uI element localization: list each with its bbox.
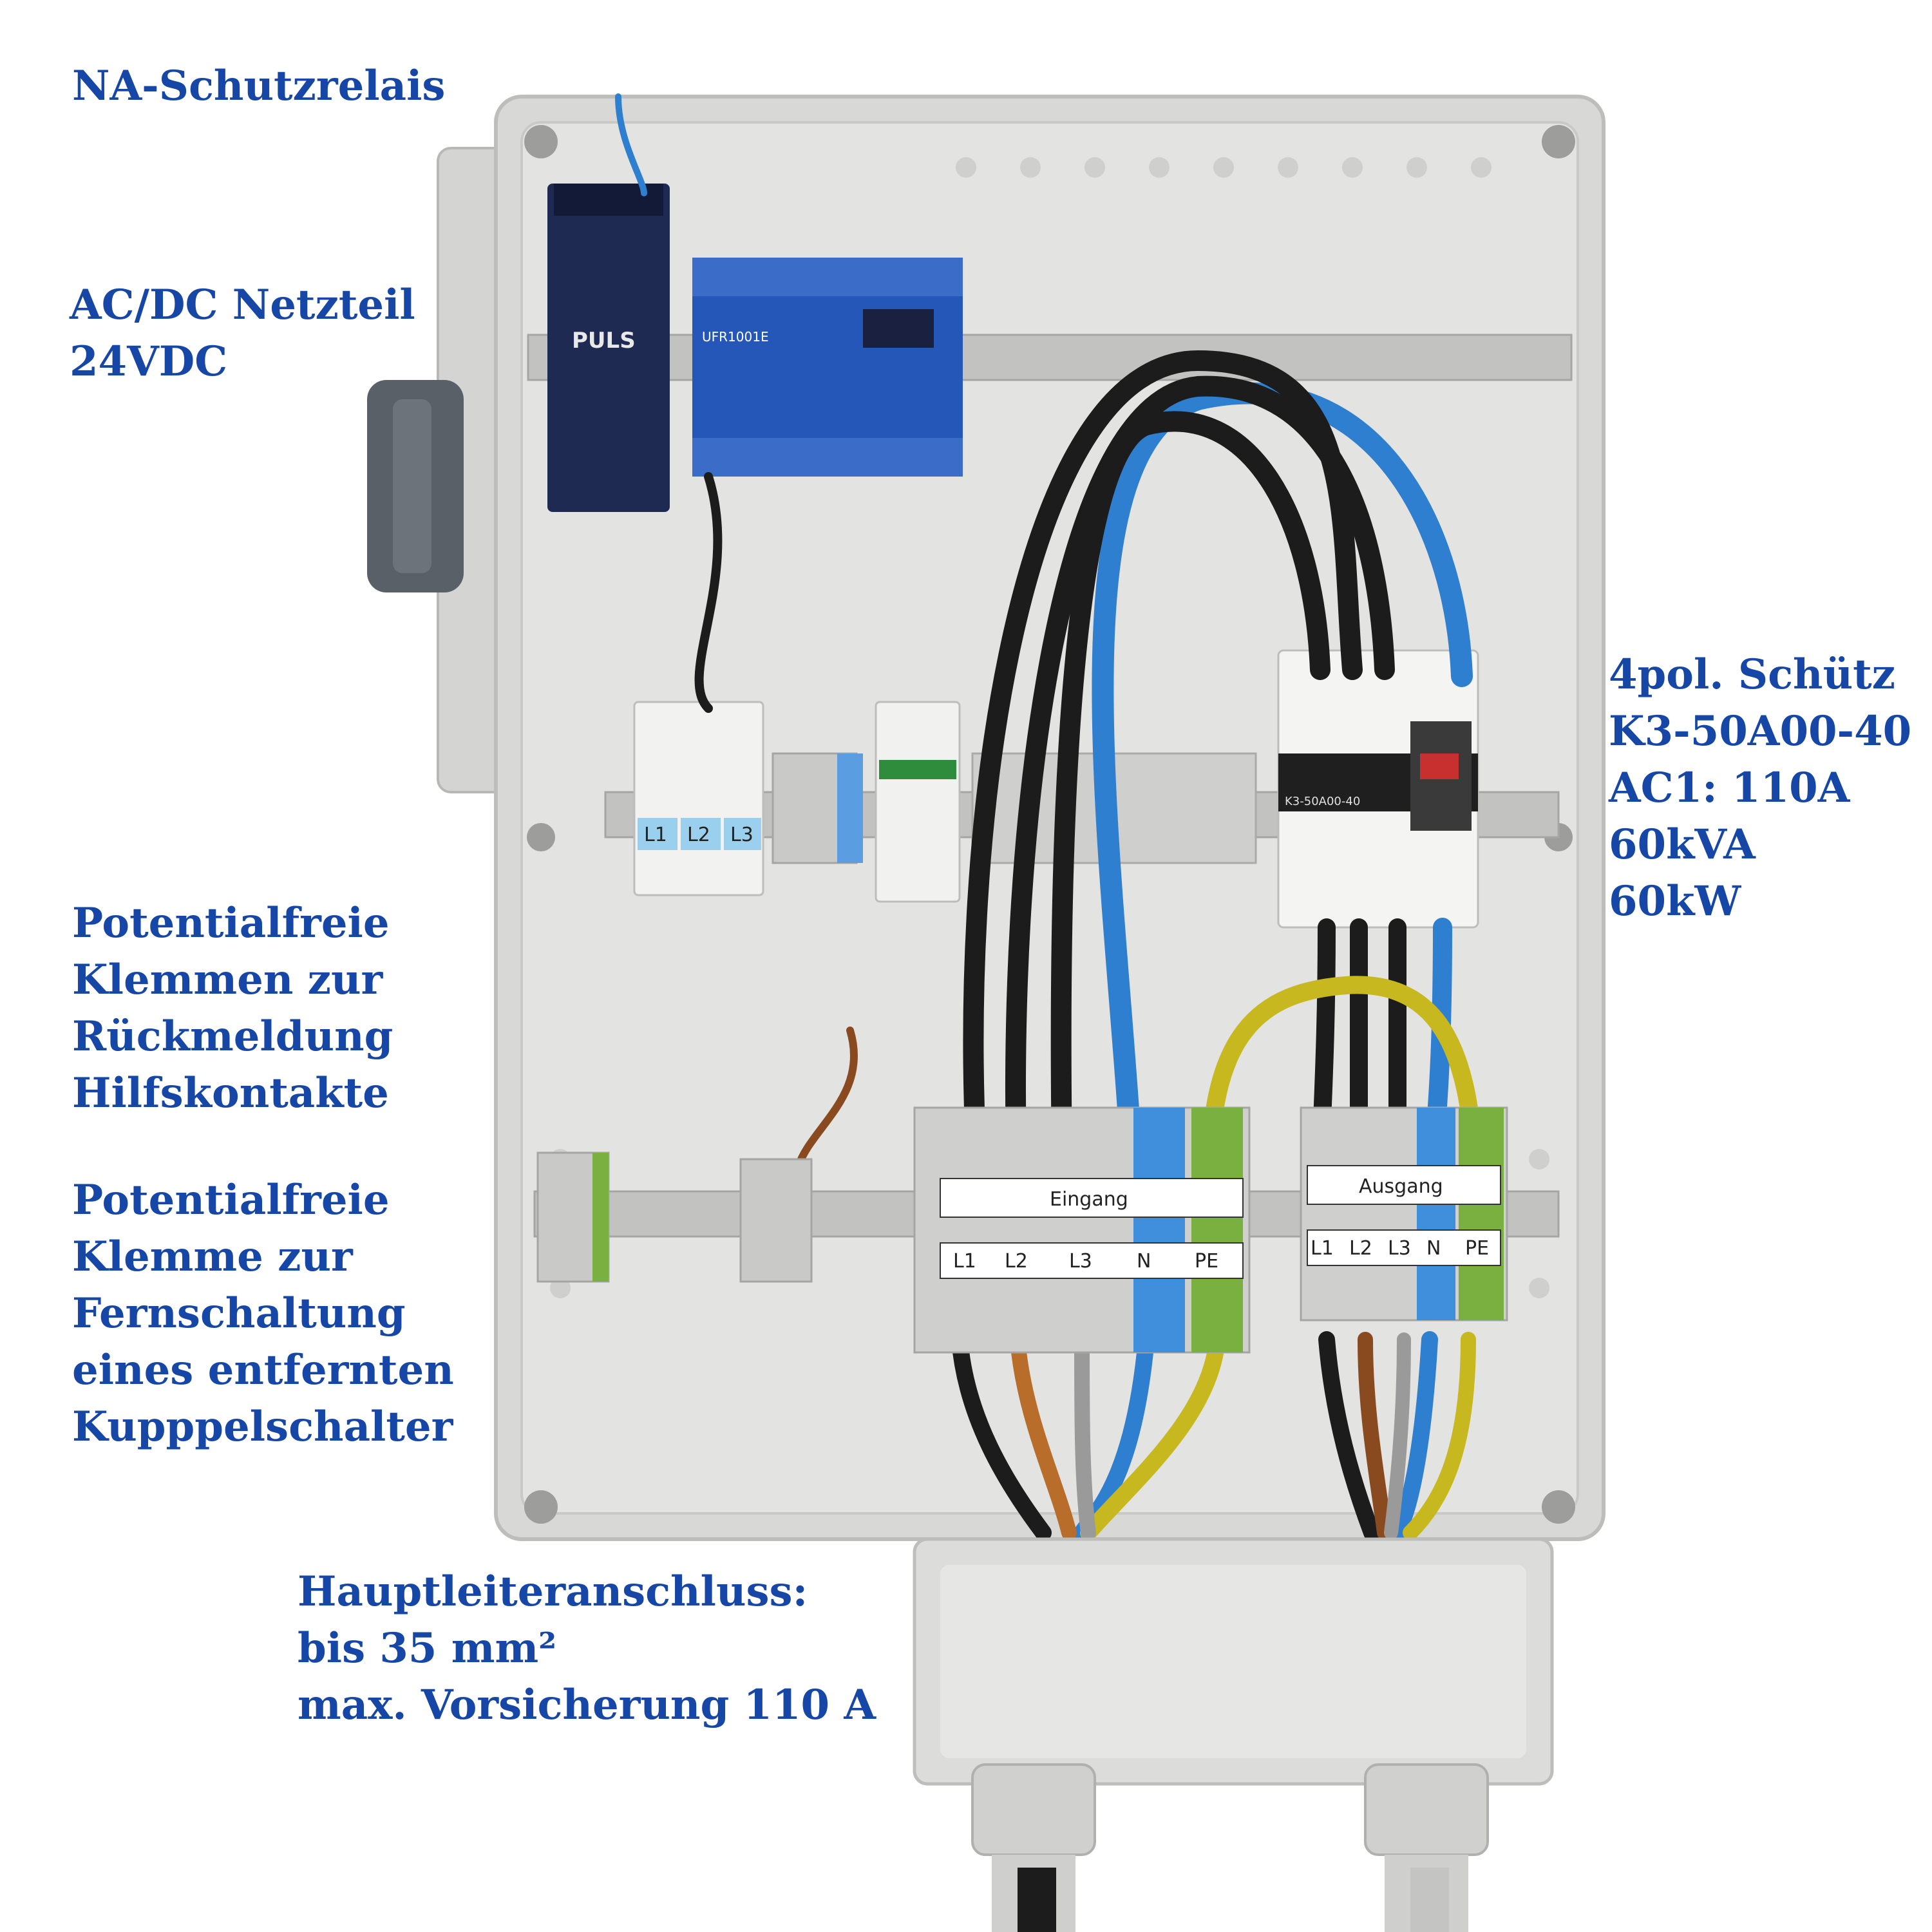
relay-model-text: UFR1001E	[702, 329, 769, 345]
cable-gland-left	[971, 1763, 1096, 1932]
in-terminal-l2: L2	[1005, 1250, 1028, 1273]
auxiliary-relay	[875, 701, 961, 903]
in-terminal-l1: L1	[953, 1250, 976, 1273]
out-terminal-l3: L3	[1388, 1237, 1411, 1260]
label-main-connection: Hauptleiteranschluss: bis 35 mm² max. Vo…	[298, 1567, 876, 1729]
power-supply	[547, 184, 670, 512]
label-psu: AC/DC Netzteil 24VDC	[70, 281, 415, 386]
label-aux-terminals: Potentialfreie Klemmen zur Rückmeldung H…	[72, 899, 393, 1117]
breaker-l3-label: L3	[730, 824, 753, 846]
output-terminal-block	[1300, 1106, 1508, 1321]
label-remote-terminal: Potentialfreie Klemme zur Fernschaltung …	[72, 1176, 454, 1451]
psu-brand-text: PULS	[572, 328, 636, 354]
eingang-label: Eingang	[1050, 1188, 1128, 1211]
input-terminal-block	[913, 1106, 1251, 1354]
out-terminal-l2: L2	[1349, 1237, 1372, 1260]
cable-gland-right	[1364, 1763, 1489, 1932]
ausgang-label: Ausgang	[1359, 1175, 1443, 1198]
remote-terminal	[739, 1158, 813, 1283]
in-terminal-pe: PE	[1195, 1250, 1218, 1273]
breaker-l1-label: L1	[644, 824, 667, 846]
out-terminal-n: N	[1426, 1237, 1441, 1260]
label-contactor: 4pol. Schütz K3-50A00-40 AC1: 110A 60kVA…	[1609, 650, 1912, 925]
din-rail-top	[527, 334, 1573, 381]
label-na-relay: NA-Schutzrelais	[72, 62, 446, 110]
out-terminal-l1: L1	[1311, 1237, 1334, 1260]
contactor-model-text: K3-50A00-40	[1285, 795, 1360, 808]
breaker-block	[633, 701, 764, 896]
in-terminal-l3: L3	[1069, 1250, 1092, 1273]
out-terminal-pe: PE	[1465, 1237, 1489, 1260]
in-terminal-n: N	[1137, 1250, 1151, 1273]
breaker-l2-label: L2	[687, 824, 710, 846]
